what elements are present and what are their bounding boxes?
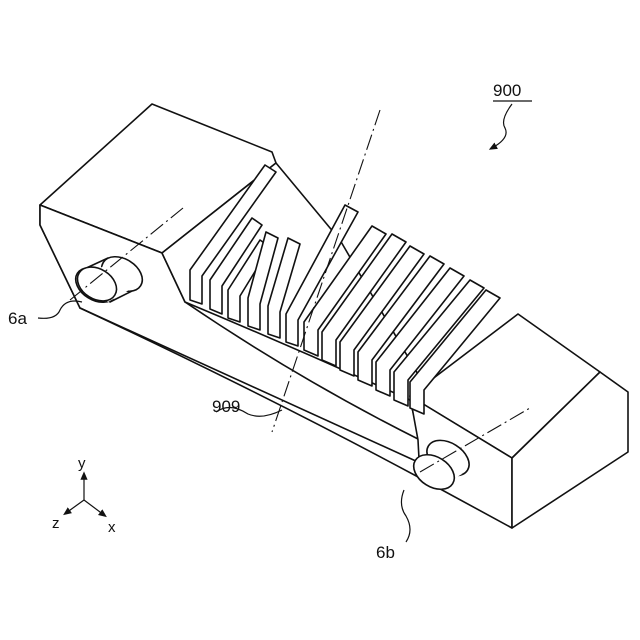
- label-6b: 6b: [376, 543, 395, 562]
- z-axis-arrow: [66, 500, 84, 513]
- label-900: 900: [493, 81, 521, 100]
- leader-6b: [401, 490, 410, 542]
- leader-6a: [38, 301, 82, 318]
- coordinate-axes: y z x: [52, 455, 116, 536]
- axis-label-y: y: [78, 455, 86, 472]
- axis-label-x: x: [108, 519, 116, 536]
- leader-900: [492, 104, 512, 148]
- label-909: 909: [212, 397, 240, 416]
- x-axis-arrow: [84, 500, 104, 515]
- label-6a: 6a: [8, 309, 27, 328]
- axis-label-z: z: [52, 515, 60, 532]
